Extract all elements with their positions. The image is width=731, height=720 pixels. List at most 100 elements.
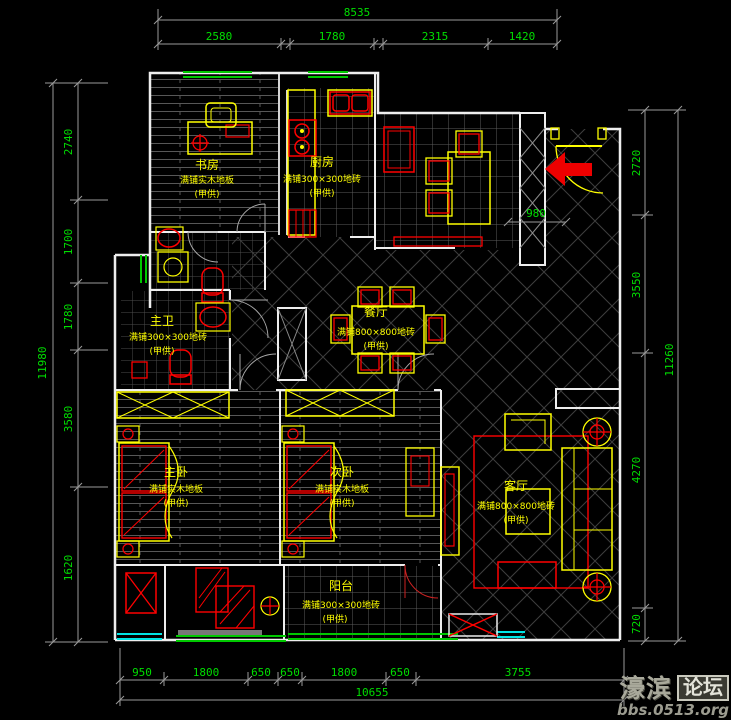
label-kitchen: 厨房 满铺300×300地砖 (甲供) xyxy=(283,154,361,199)
dimension-left xyxy=(45,78,108,647)
hall-plant-icon xyxy=(260,596,280,616)
wall-study-kitchen-divider xyxy=(278,73,288,235)
second-nightstand-1 xyxy=(281,425,305,443)
floor-hatches xyxy=(116,74,619,639)
dimension-right xyxy=(628,105,686,646)
living-finish: 满铺800×800地砖 xyxy=(477,500,555,512)
dimension-bottom xyxy=(115,648,629,706)
dim-top-lines xyxy=(158,19,557,45)
second-bedroom-door-arc xyxy=(397,353,435,391)
wall-bath-block xyxy=(150,232,266,390)
dim-left-seg-2: 1700 xyxy=(62,229,75,256)
dimension-top xyxy=(153,9,562,50)
living-tv-screen xyxy=(444,473,455,547)
kitchen-note: (甲供) xyxy=(309,187,334,199)
dim-left-total: 11980 xyxy=(36,346,49,379)
dim-top-seg-1: 2580 xyxy=(206,30,233,43)
balcony-finish: 满铺300×300地砖 xyxy=(302,599,380,611)
living-tv-cabinet xyxy=(440,466,460,556)
dining-table xyxy=(351,305,425,355)
shoe-cabinet-1-hatch xyxy=(198,567,226,609)
shoe-cabinet-1 xyxy=(195,567,229,613)
dim-top-seg-2: 1780 xyxy=(319,30,346,43)
dining-name: 餐厅 xyxy=(364,304,388,319)
utility-bench xyxy=(393,236,483,247)
label-study: 书房 满铺实木地板 (甲供) xyxy=(180,157,234,200)
dim-right-extensions xyxy=(628,109,686,642)
study-note: (甲供) xyxy=(194,188,219,200)
master-bath-note: (甲供) xyxy=(149,345,174,357)
bath-window xyxy=(140,255,147,283)
master-bath-door-arc xyxy=(229,299,269,339)
study-name: 书房 xyxy=(195,157,219,172)
label-dining: 餐厅 满铺800×800地砖 (甲供) xyxy=(337,304,415,352)
dim-top-total: 8535 xyxy=(344,6,371,19)
second-wardrobe-cross xyxy=(285,389,395,417)
master-bath-toilet-tank xyxy=(169,374,192,385)
furniture-utility xyxy=(383,126,491,247)
wall-bedroom-bottom xyxy=(115,564,441,640)
master-bath-name: 主卫 xyxy=(150,314,174,328)
kitchen-finish: 满铺300×300地砖 xyxy=(283,173,361,185)
dim-bottom-seg-4: 650 xyxy=(280,666,300,679)
entry-door-swing xyxy=(555,145,604,194)
shoe-cabinet-2 xyxy=(215,585,255,629)
second-lamp-1-icon xyxy=(287,428,299,440)
master-bedroom-finish: 满铺实木地板 xyxy=(149,483,203,495)
kitchen-cabinet-lines xyxy=(295,210,311,237)
utility-chair-1-seat xyxy=(458,133,480,155)
balcony-door-arc xyxy=(404,564,439,599)
kitchen-sink-outline xyxy=(329,91,371,115)
entry-shaft-column xyxy=(519,112,546,266)
utility-counter xyxy=(447,151,491,225)
storage-box xyxy=(125,572,157,614)
dimension-left-text: 11980 2740 1700 1780 3580 1620 xyxy=(36,129,75,582)
watermark-site-name: 濠滨 xyxy=(619,673,672,703)
dim-bottom-total: 10655 xyxy=(355,686,388,699)
furniture-bottom-left xyxy=(125,567,280,629)
hall-column xyxy=(277,307,307,381)
study-lamp-icon xyxy=(191,134,209,152)
dim-top-seg-3: 2315 xyxy=(422,30,449,43)
dining-chairs xyxy=(330,286,446,374)
second-bedroom-finish: 满铺实木地板 xyxy=(315,483,369,495)
second-bath-door-arc xyxy=(187,231,219,263)
hall-column-cross xyxy=(277,307,307,381)
label-living: 客厅 满铺800×800地砖 (甲供) xyxy=(477,478,555,526)
master-bed xyxy=(118,442,170,542)
dim-right-seg-2: 3550 xyxy=(630,272,643,299)
second-nightstand-2 xyxy=(281,540,305,558)
stove-burner-2 xyxy=(294,139,310,155)
entry-shaft-lattice xyxy=(519,127,546,249)
dim-bottom-seg-5: 1800 xyxy=(331,666,358,679)
dim-right-seg-3: 4270 xyxy=(630,457,643,484)
master-wardrobe-cross xyxy=(116,391,230,419)
second-lamp-2-icon xyxy=(287,543,299,555)
living-armchair xyxy=(504,413,552,451)
living-window-seat-cross xyxy=(448,613,498,637)
bottomleft-cyan-window xyxy=(117,633,162,640)
furniture-study xyxy=(187,102,253,155)
master-nightstand-2 xyxy=(116,540,140,558)
living-cyan-window xyxy=(497,631,525,638)
second-bed-mattress xyxy=(286,492,332,539)
master-bed-throw xyxy=(164,445,179,539)
dim-bottom-seg-1: 950 xyxy=(132,666,152,679)
stove-burner-1 xyxy=(294,123,310,139)
master-bed-fold xyxy=(123,449,165,536)
living-sofa xyxy=(561,447,613,571)
furniture-dining xyxy=(330,286,446,374)
room-labels: 书房 满铺实木地板 (甲供) 厨房 满铺300×300地砖 (甲供) 主卫 满铺… xyxy=(129,154,555,625)
entry-door-jamb-right xyxy=(597,127,607,140)
utility-chair-2 xyxy=(425,157,453,185)
master-bed-pillow xyxy=(121,445,167,492)
dim-top-ticks xyxy=(153,15,562,49)
study-desk-monitor xyxy=(225,124,250,138)
dimension-top-text: 8535 2580 1780 2315 1420 xyxy=(206,6,536,43)
dim-left-seg-5: 1620 xyxy=(62,555,75,582)
entry-door xyxy=(545,127,607,194)
master-bedroom-note: (甲供) xyxy=(163,497,188,509)
second-bedroom-dresser-tv xyxy=(410,455,430,487)
kitchen-sink-basin-left xyxy=(332,94,350,112)
